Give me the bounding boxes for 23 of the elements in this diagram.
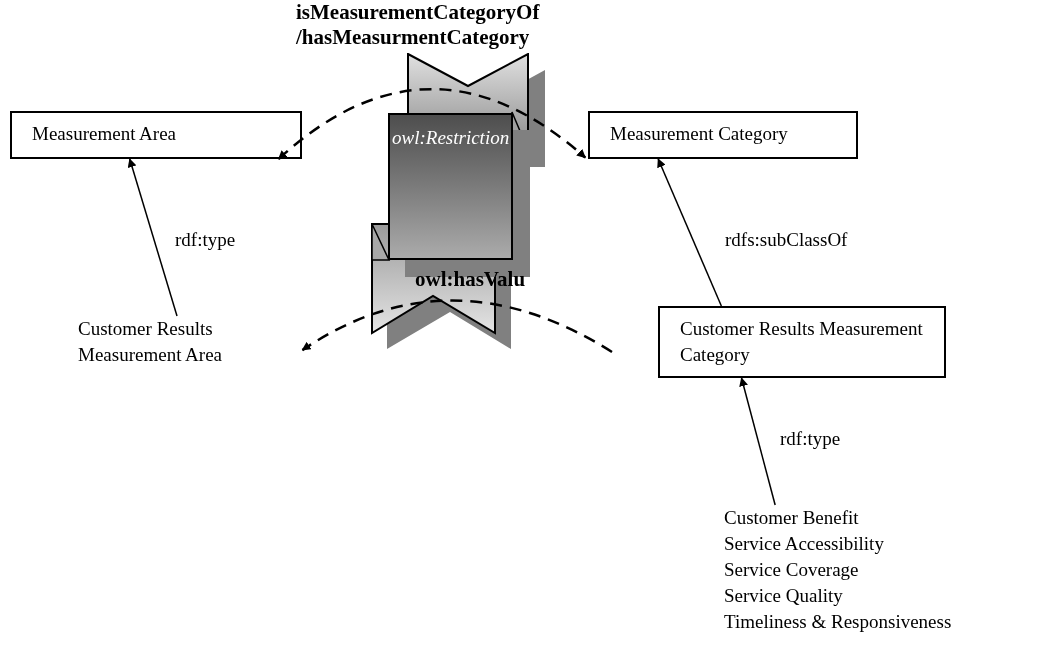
class-box bbox=[10, 111, 302, 159]
dashed-arrow bbox=[277, 88, 587, 160]
list-item: Service Accessibility bbox=[724, 532, 885, 556]
box-label: Measurement Category bbox=[610, 122, 789, 146]
box-label: Customer Results Measurement Category bbox=[680, 317, 924, 367]
arrow bbox=[657, 158, 723, 307]
list-item: Service Coverage bbox=[724, 558, 860, 582]
edge-label: isMeasurementCategoryOf /hasMeasurmentCategory bbox=[296, 0, 541, 50]
box-label: owl:Restriction bbox=[391, 126, 511, 150]
list-item: Customer Benefit bbox=[724, 506, 860, 530]
edge-label: rdfs:subClassOf bbox=[725, 228, 848, 252]
arrow bbox=[127, 158, 178, 317]
box-label: Measurement Area bbox=[32, 122, 178, 146]
node-text: Customer Results Measurement Area bbox=[78, 316, 298, 378]
edge-label: rdf:type bbox=[780, 427, 841, 451]
edge-label: rdf:type bbox=[175, 228, 236, 252]
class-box bbox=[588, 111, 858, 159]
class-box bbox=[658, 306, 946, 378]
list-item: Service Quality bbox=[724, 584, 844, 608]
arrow bbox=[739, 377, 776, 506]
list-item: Timeliness & Responsiveness bbox=[724, 610, 953, 634]
dashed-arrow bbox=[301, 299, 613, 354]
edge-label: owl:hasValu bbox=[415, 267, 526, 291]
